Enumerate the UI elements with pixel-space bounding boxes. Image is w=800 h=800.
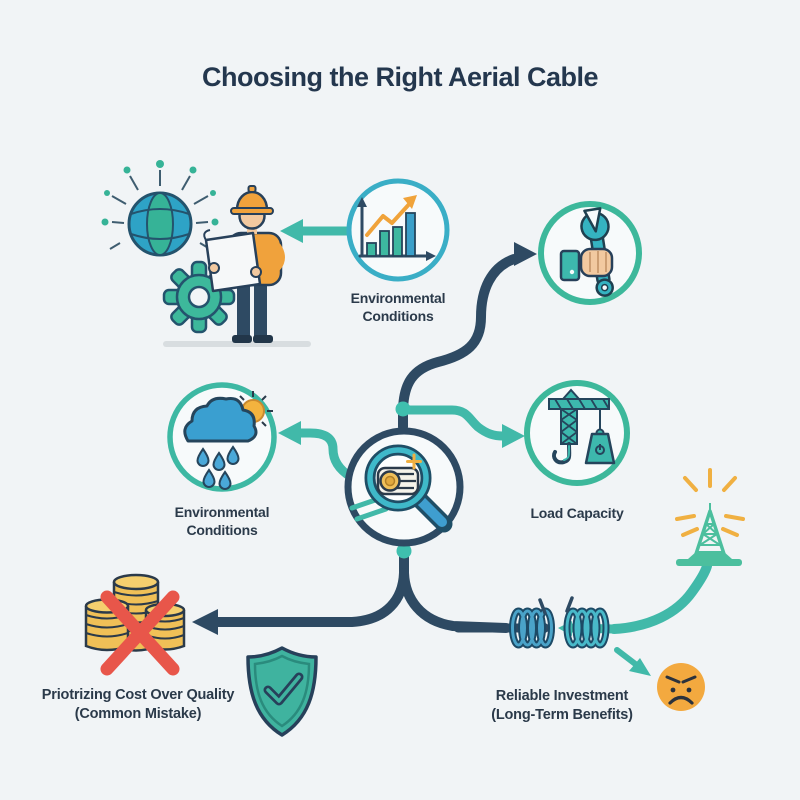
caption-line: (Long-Term Benefits) (491, 706, 633, 723)
page-title: Choosing the Right Aerial Cable (201, 62, 599, 92)
arrowhead-service (514, 242, 537, 266)
connector-to-cost (211, 568, 409, 627)
caption-cost: Priotrizing Cost Over Quality (Common Mi… (23, 686, 253, 724)
weather-icon (183, 391, 273, 490)
label-chart-node: Environmental Conditions (318, 289, 478, 325)
gear-icon (162, 260, 236, 334)
label-line: Conditions (186, 522, 258, 539)
magnifier-cable-icon (349, 444, 453, 533)
red-x-icon (100, 590, 180, 676)
label-line: Environmental (350, 290, 446, 306)
angry-face-icon (657, 663, 705, 711)
label-line: Environmental (174, 504, 270, 520)
wrench-hand-icon (559, 207, 614, 297)
connector-to-cable (399, 568, 511, 633)
label-line: Load Capacity (530, 505, 624, 521)
connector-center-to-weather (293, 428, 356, 482)
node-growth-chart (346, 178, 450, 282)
junction-dot-top (395, 401, 411, 417)
arrowhead-engineer (280, 219, 303, 243)
label-load-node: Load Capacity (497, 504, 657, 522)
tower-rays (675, 468, 745, 537)
arrowhead-weather (278, 421, 301, 445)
transmission-tower-icon (675, 468, 745, 566)
shield-check-icon (246, 646, 318, 737)
caption-line: (Common Mistake) (74, 705, 202, 722)
connectors (192, 219, 712, 676)
engineer-scene (101, 160, 311, 347)
connector-center-to-load (398, 405, 508, 441)
caption-line: Reliable Investment (495, 688, 629, 704)
connector-center-to-service (398, 254, 519, 432)
node-load (524, 380, 630, 486)
globe-network-icon (101, 160, 219, 257)
broken-cable-icon (453, 596, 619, 649)
arrowhead-load (502, 424, 525, 448)
crane-icon (548, 388, 616, 465)
engineer-icon (203, 185, 285, 343)
node-service (538, 201, 642, 305)
junction-dot-bottom (396, 543, 412, 559)
label-line: Conditions (362, 308, 434, 325)
node-inspection (344, 427, 464, 547)
label-weather-node: Environmental Conditions (142, 503, 302, 539)
node-weather (167, 382, 277, 492)
arrowhead-angry-face (629, 658, 651, 676)
growth-chart-icon (357, 195, 436, 261)
caption-reliable: Reliable Investment (Long-Term Benefits) (462, 687, 662, 725)
caption-line: Priotrizing Cost Over Quality (41, 687, 235, 703)
arrow-to-angry-face (614, 647, 641, 669)
connector-cable-to-tower (609, 561, 712, 634)
arrowhead-cost (192, 609, 218, 635)
